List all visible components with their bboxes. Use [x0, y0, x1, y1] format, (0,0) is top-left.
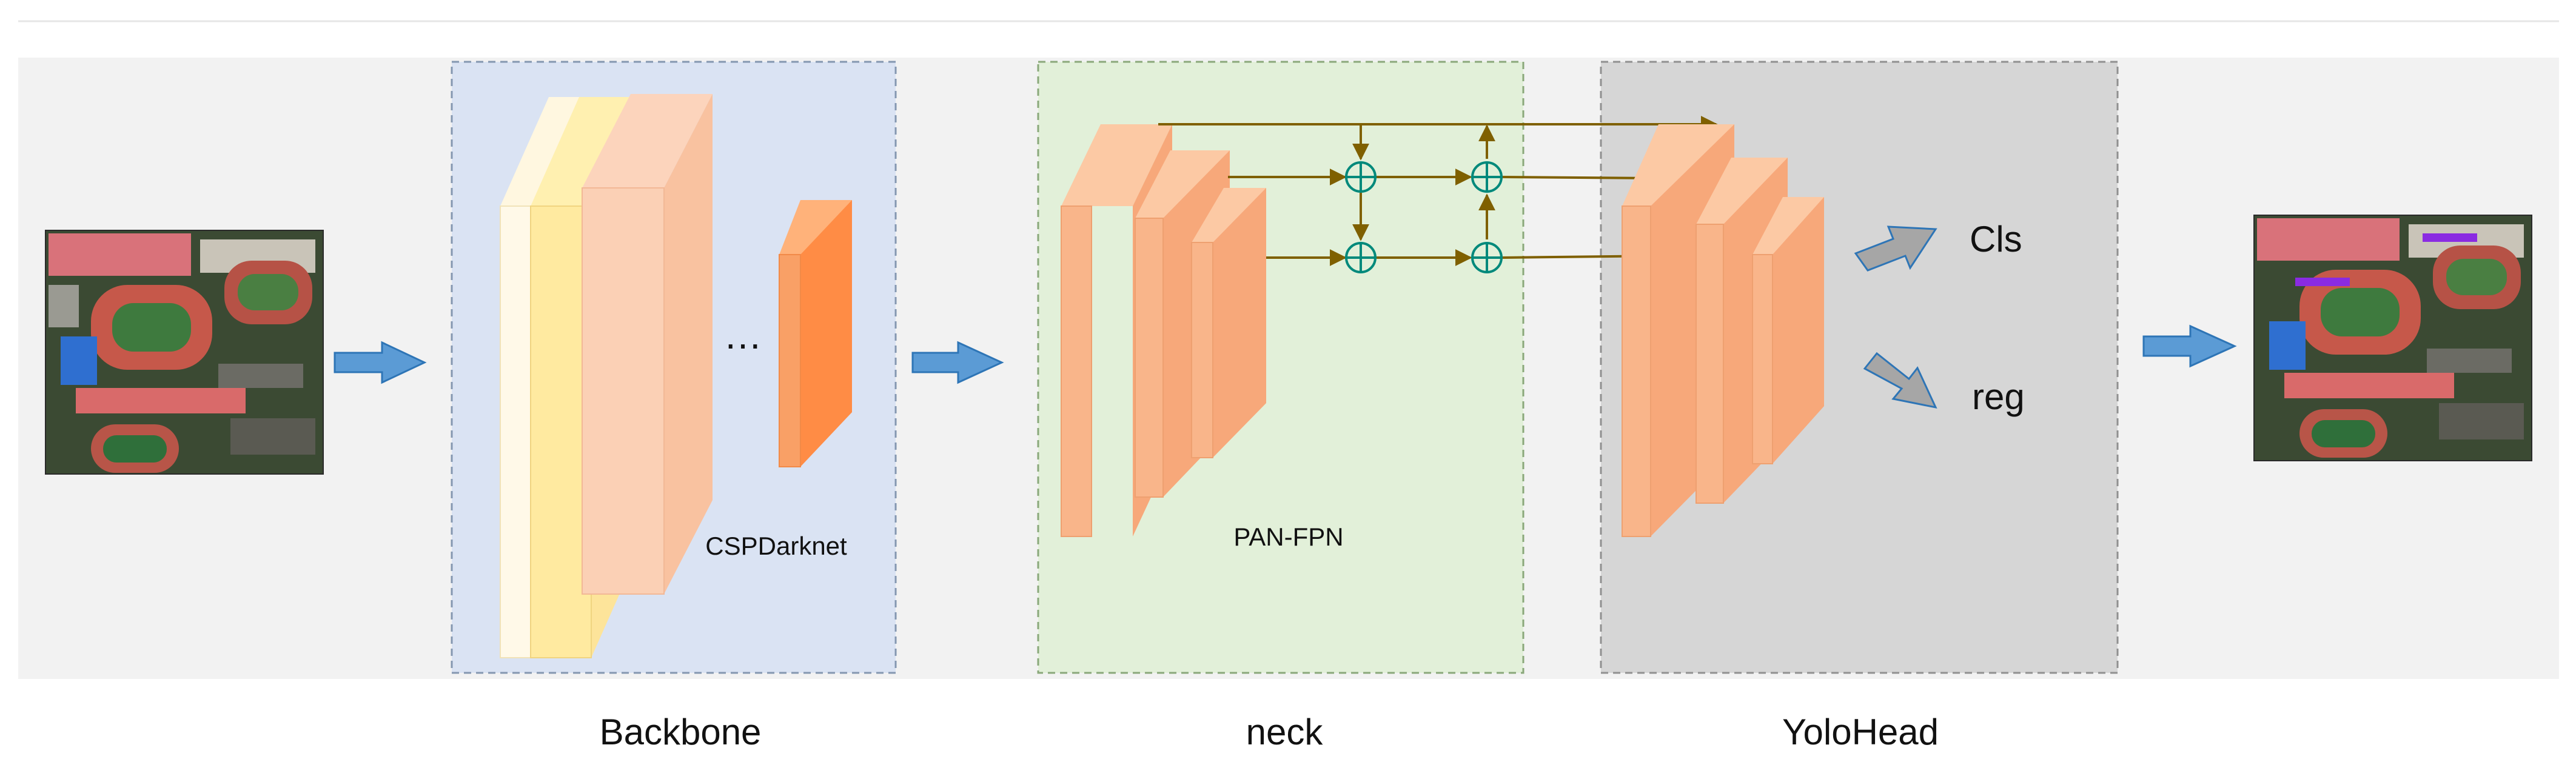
ellipsis-text: …: [723, 313, 762, 357]
head-feature-stack: [1622, 124, 1824, 537]
arrow-input-to-backbone: [334, 341, 427, 384]
arrow-backbone-to-neck: [911, 341, 1004, 384]
sum-node: [1345, 161, 1377, 193]
output-satellite-image: [2253, 215, 2532, 461]
backbone-stage-label: Backbone: [600, 712, 762, 752]
flow-arrows: [334, 324, 2237, 384]
sum-node: [1471, 161, 1503, 193]
detection-box: [2295, 278, 2350, 286]
detection-box: [2423, 233, 2477, 242]
head-output-arrows: [1854, 225, 1937, 409]
sum-node: [1471, 242, 1503, 273]
neck-inner-label: PAN-FPN: [1233, 523, 1343, 551]
cls-output-label: Cls: [1970, 219, 2022, 259]
sum-nodes: [1345, 161, 1503, 273]
arrow-head-to-output: [2142, 324, 2237, 368]
head-stage-label: YoloHead: [1782, 712, 1939, 752]
arrow-to-cls: [1854, 225, 1937, 272]
backbone-inner-label: CSPDarknet: [705, 532, 847, 560]
neck-feature-stack: [1061, 124, 1266, 537]
neck-stage-label: neck: [1246, 712, 1324, 752]
reg-output-label: reg: [1972, 376, 2025, 417]
backbone-feature-stack: …: [500, 94, 852, 658]
input-satellite-image: [45, 230, 324, 475]
sum-node: [1345, 242, 1377, 273]
arrow-to-reg: [1863, 352, 1937, 409]
